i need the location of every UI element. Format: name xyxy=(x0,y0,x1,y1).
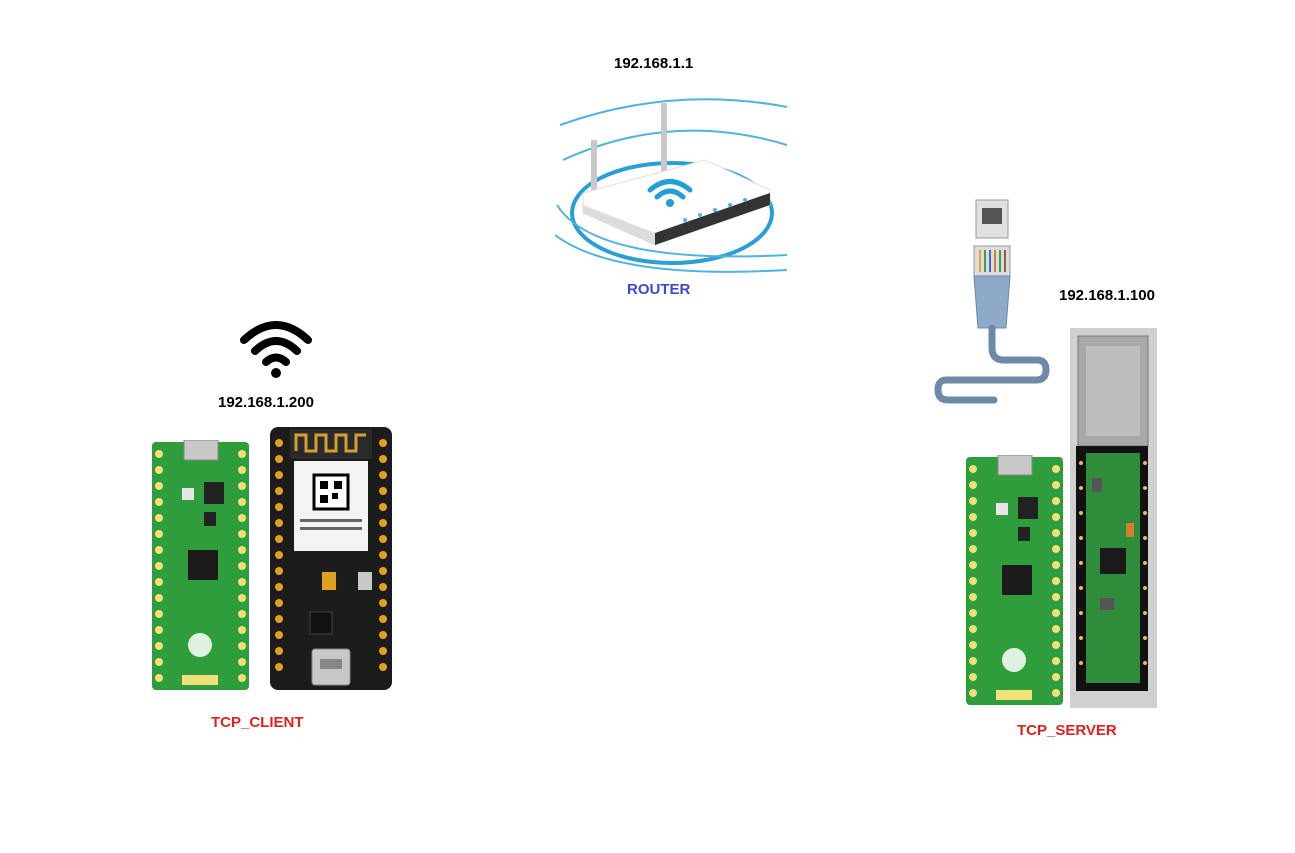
ethernet-module-board xyxy=(1070,328,1157,708)
ethernet-cable-icon xyxy=(932,198,1052,413)
wifi-signal-icon xyxy=(240,318,312,378)
client-label: TCP_CLIENT xyxy=(211,714,304,731)
raspberry-pi-pico-board xyxy=(966,455,1063,705)
router-label: ROUTER xyxy=(627,281,691,298)
server-label: TCP_SERVER xyxy=(1017,722,1117,739)
wifi-router-icon xyxy=(555,95,790,280)
client-ip: 192.168.1.200 xyxy=(218,394,314,411)
router-ip: 192.168.1.1 xyxy=(614,55,694,72)
raspberry-pi-pico-board xyxy=(152,440,249,690)
server-ip: 192.168.1.100 xyxy=(1059,287,1155,304)
wifi-module-board xyxy=(270,427,392,690)
